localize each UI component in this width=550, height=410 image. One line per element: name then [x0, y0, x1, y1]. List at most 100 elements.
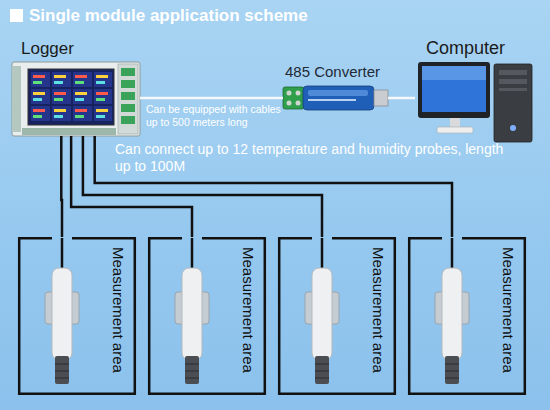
logger-illustration-part-part: [73, 89, 92, 104]
logger-illustration-part: [121, 104, 135, 112]
probe-illustration-part: [445, 378, 459, 379]
logger-illustration-part-part: [31, 106, 50, 121]
probe-illustration: [435, 238, 469, 384]
logger-illustration-part-part: [33, 81, 42, 84]
probe-illustration-part: [445, 371, 459, 372]
logger-illustration-part-part: [33, 92, 45, 95]
area-label: Measurement area: [110, 247, 127, 373]
logger-illustration-part: [28, 69, 114, 125]
probe-illustration-part: [445, 364, 459, 365]
area-outline-line: [409, 238, 525, 394]
node-label: Computer: [426, 38, 505, 59]
probe-illustration-part: [191, 238, 194, 270]
probe-illustration-part: [55, 364, 69, 365]
computer-illustration-part: [422, 66, 486, 112]
computer-illustration-part: [494, 64, 532, 142]
logger-illustration-part-part: [54, 109, 66, 112]
logger-illustration-part-part: [96, 109, 108, 112]
probe-illustration-part: [52, 268, 72, 360]
logger-illustration-part-part: [54, 75, 66, 78]
area-outline-line: [279, 238, 395, 394]
probe-illustration-part: [315, 378, 329, 379]
computer-illustration-part: [499, 70, 527, 75]
logger-illustration-part-part: [54, 98, 63, 101]
probe-illustration-part: [182, 268, 202, 360]
converter-illustration-part: [287, 101, 292, 106]
probe-illustration: [45, 238, 79, 384]
logger-illustration-part: [121, 116, 135, 124]
logger-illustration-part-part: [75, 98, 84, 101]
probe-illustration-part: [61, 238, 64, 270]
logger-illustration-part-part: [96, 81, 105, 84]
logger-illustration-part-part: [75, 109, 87, 112]
probe-illustration-part: [315, 371, 329, 372]
logger-illustration-part-part: [52, 106, 71, 121]
converter-illustration-part: [374, 90, 388, 106]
converter-illustration-part: [283, 87, 304, 109]
note-text: Can connect up to 12 temperature and hum…: [115, 141, 515, 175]
diagram-title: Single module application scheme: [29, 6, 308, 26]
cable-connector: [140, 97, 283, 100]
logger-illustration-part-part: [31, 72, 50, 87]
converter-illustration-part: [296, 101, 301, 106]
probe-illustration-part: [55, 371, 69, 372]
probe-illustration: [305, 238, 339, 384]
probe-illustration-part: [185, 378, 199, 379]
cable-connector: [83, 136, 322, 237]
area-label: Measurement area: [500, 247, 517, 373]
logger-illustration-part-part: [96, 98, 105, 101]
computer-illustration-part: [499, 88, 527, 91]
probe-illustration-part: [55, 378, 69, 379]
logger-illustration-part-part: [73, 106, 92, 121]
area-outline-line: [19, 238, 135, 394]
area-label: Measurement area: [240, 247, 257, 373]
probe-illustration-part: [445, 356, 459, 384]
logger-illustration-part-part: [75, 81, 84, 84]
logger-illustration-part-part: [96, 75, 108, 78]
probe-illustration-part: [442, 268, 462, 360]
computer-illustration-part: [450, 118, 460, 128]
logger-illustration-part-part: [75, 92, 87, 95]
converter-illustration-part: [308, 99, 356, 101]
logger-illustration-part: [121, 92, 135, 100]
probe-illustration-part: [315, 356, 329, 384]
converter-device: 485 Converter: [283, 60, 388, 110]
computer-box: Computer: [415, 38, 538, 144]
probe-illustration: [175, 238, 209, 384]
logger-illustration-part-part: [31, 89, 50, 104]
probe-illustration-part: [185, 364, 199, 365]
probe-illustration-part: [185, 356, 199, 384]
logger-illustration-part: [12, 66, 21, 132]
logger-illustration-part-part: [33, 98, 42, 101]
logger-illustration-part: [121, 80, 135, 88]
logger-illustration-part: [22, 128, 116, 135]
cable-connector: [388, 97, 415, 100]
title-bullet: [10, 9, 23, 22]
logger-illustration: [12, 62, 140, 136]
converter-illustration-part: [287, 91, 292, 96]
logger-illustration-part-part: [33, 75, 45, 78]
cable-connector: [71, 136, 192, 237]
logger-illustration-part-part: [54, 115, 63, 118]
converter-illustration-part: [303, 86, 374, 110]
logger-illustration-part-part: [94, 89, 112, 104]
logger-illustration-part-part: [75, 115, 84, 118]
probe-illustration-part: [451, 238, 454, 270]
measurement-area: Measurement area: [148, 237, 266, 395]
computer-illustration-part: [422, 66, 486, 80]
logger-device: Logger: [12, 38, 140, 136]
probe-illustration-part: [315, 364, 329, 365]
logger-illustration-part-part: [33, 109, 45, 112]
probe-illustration-part: [321, 238, 324, 270]
computer-illustration-part: [499, 79, 527, 84]
cable-note: Can be equipped with cables up to 500 me…: [146, 103, 286, 128]
logger-illustration-part-part: [94, 106, 112, 121]
logger-illustration-part-part: [96, 92, 108, 95]
area-outline-line: [149, 238, 265, 394]
logger-illustration-part-part: [52, 72, 71, 87]
computer-illustration: [418, 62, 532, 142]
node-label: 485 Converter: [285, 63, 380, 80]
logger-illustration-part-part: [54, 92, 66, 95]
